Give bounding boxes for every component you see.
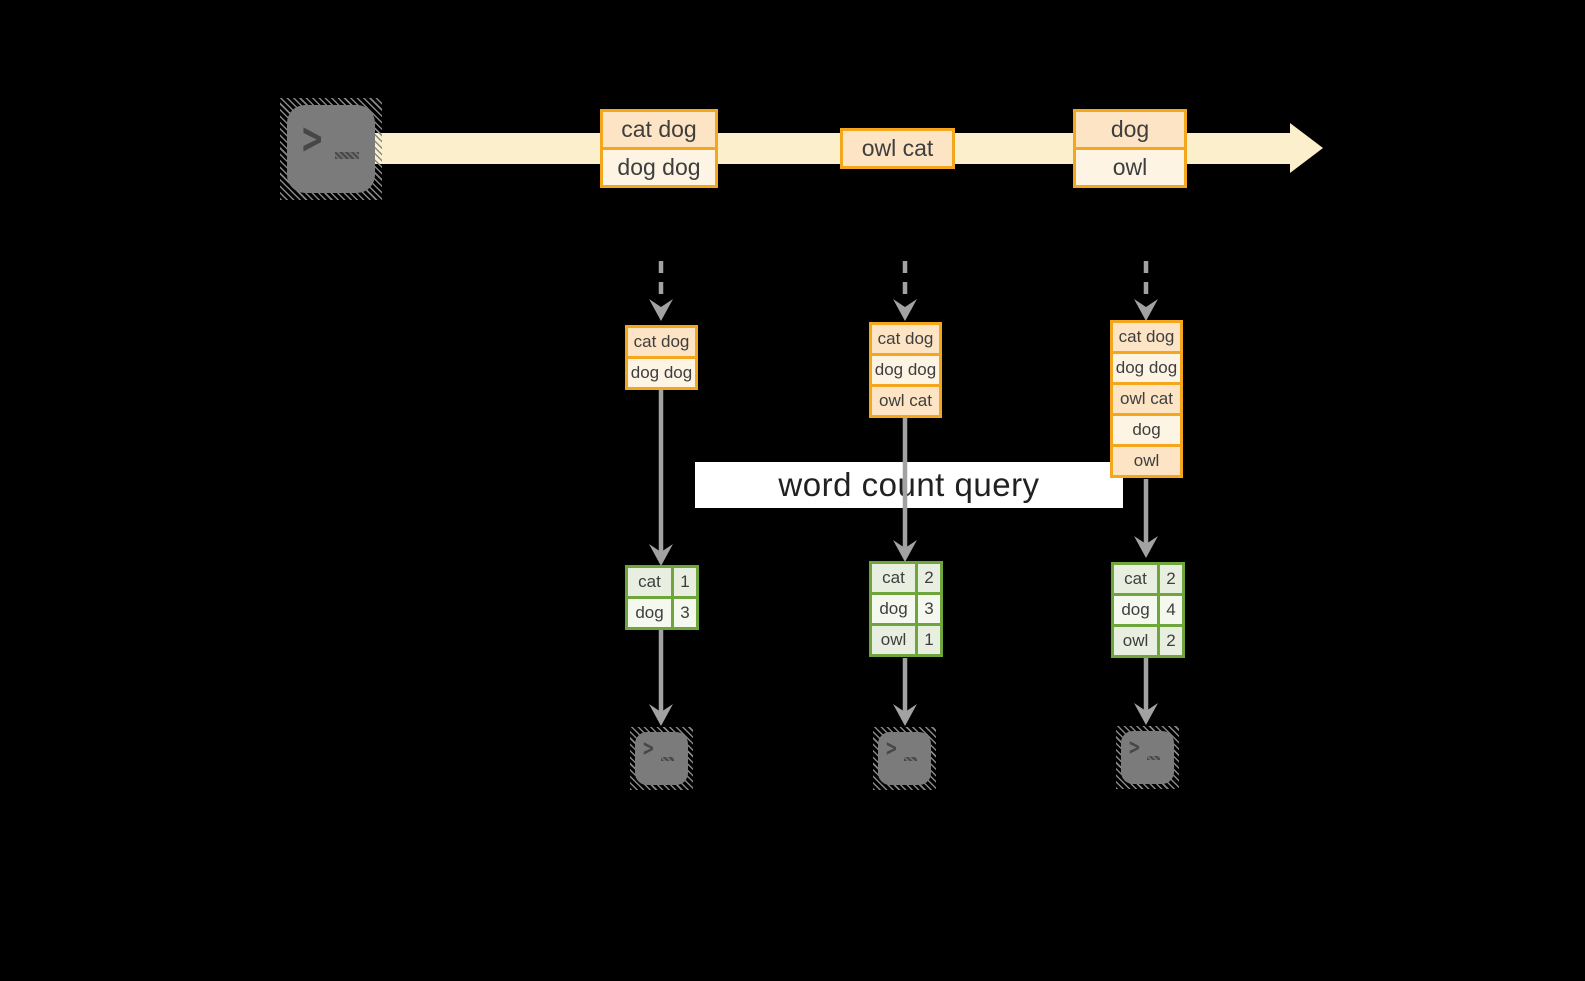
count-word: cat xyxy=(872,564,918,592)
prompt-chevron-icon: > xyxy=(302,112,323,166)
prompt-cursor-icon xyxy=(335,152,359,159)
stack-record: dog dog xyxy=(1113,351,1180,382)
count-value: 2 xyxy=(1160,565,1182,593)
prompt-cursor-icon xyxy=(661,757,674,761)
count-row: cat 1 xyxy=(628,568,696,596)
stack-record: dog dog xyxy=(872,353,939,384)
terminal-source-icon: > xyxy=(280,98,382,200)
count-value: 2 xyxy=(918,564,940,592)
prompt-cursor-icon xyxy=(1147,756,1160,760)
count-row: owl 1 xyxy=(872,623,940,654)
stream-batch-3: dog owl xyxy=(1073,109,1187,188)
output-arrow-col1 xyxy=(649,630,673,726)
stream-batch-1: cat dog dog dog xyxy=(600,109,718,188)
count-value: 3 xyxy=(918,595,940,623)
count-word: dog xyxy=(628,599,674,627)
query-label: word count query xyxy=(778,466,1040,503)
stack-record: owl cat xyxy=(1113,382,1180,413)
query-arrow-col1 xyxy=(649,390,673,566)
stack-record: owl cat xyxy=(872,384,939,415)
query-label-strip: word count query xyxy=(695,462,1123,508)
record-stack-col3: cat dog dog dog owl cat dog owl xyxy=(1110,320,1183,478)
count-value: 3 xyxy=(674,599,696,627)
prompt-chevron-icon: > xyxy=(1129,733,1140,762)
prompt-chevron-icon: > xyxy=(886,734,897,763)
terminal-screen: > xyxy=(635,732,688,785)
dashed-arrow-batch3 xyxy=(1134,261,1158,321)
stream-record: owl xyxy=(1076,147,1184,185)
prompt-chevron-icon: > xyxy=(643,734,654,763)
stack-record: cat dog xyxy=(872,325,939,353)
terminal-screen: > xyxy=(1121,731,1174,784)
count-table-col1: cat 1 dog 3 xyxy=(625,565,699,630)
prompt-cursor-icon xyxy=(904,757,917,761)
stream-arrowhead-icon xyxy=(1290,123,1323,173)
count-table-col3: cat 2 dog 4 owl 2 xyxy=(1111,562,1185,658)
output-arrow-col2 xyxy=(893,658,917,726)
count-word: owl xyxy=(872,626,918,654)
count-word: cat xyxy=(628,568,674,596)
count-row: cat 2 xyxy=(872,564,940,592)
count-value: 2 xyxy=(1160,627,1182,655)
terminal-screen: > xyxy=(287,105,375,193)
count-word: cat xyxy=(1114,565,1160,593)
stack-record: dog dog xyxy=(628,356,695,387)
count-row: dog 4 xyxy=(1114,593,1182,624)
count-row: dog 3 xyxy=(872,592,940,623)
record-stack-col2: cat dog dog dog owl cat xyxy=(869,322,942,418)
stream-batch-2: owl cat xyxy=(840,128,955,169)
dashed-arrow-batch2 xyxy=(893,261,917,321)
count-value: 4 xyxy=(1160,596,1182,624)
terminal-output-icon-col1: > xyxy=(630,727,693,790)
count-row: cat 2 xyxy=(1114,565,1182,593)
stream-record: dog dog xyxy=(603,147,715,185)
count-word: dog xyxy=(872,595,918,623)
terminal-output-icon-col2: > xyxy=(873,727,936,790)
stack-record: owl xyxy=(1113,444,1180,475)
terminal-output-icon-col3: > xyxy=(1116,726,1179,789)
count-row: dog 3 xyxy=(628,596,696,627)
stream-record: cat dog xyxy=(603,112,715,147)
count-value: 1 xyxy=(918,626,940,654)
record-stack-col1: cat dog dog dog xyxy=(625,325,698,390)
dashed-arrow-batch1 xyxy=(649,261,673,321)
count-value: 1 xyxy=(674,568,696,596)
stack-record: dog xyxy=(1113,413,1180,444)
count-word: owl xyxy=(1114,627,1160,655)
stack-record: cat dog xyxy=(628,328,695,356)
terminal-screen: > xyxy=(878,732,931,785)
count-table-col2: cat 2 dog 3 owl 1 xyxy=(869,561,943,657)
query-arrow-col3 xyxy=(1134,479,1158,558)
stack-record: cat dog xyxy=(1113,323,1180,351)
stream-record: owl cat xyxy=(843,131,952,166)
count-row: owl 2 xyxy=(1114,624,1182,655)
stream-record: dog xyxy=(1076,112,1184,147)
count-word: dog xyxy=(1114,596,1160,624)
output-arrow-col3 xyxy=(1134,658,1158,725)
